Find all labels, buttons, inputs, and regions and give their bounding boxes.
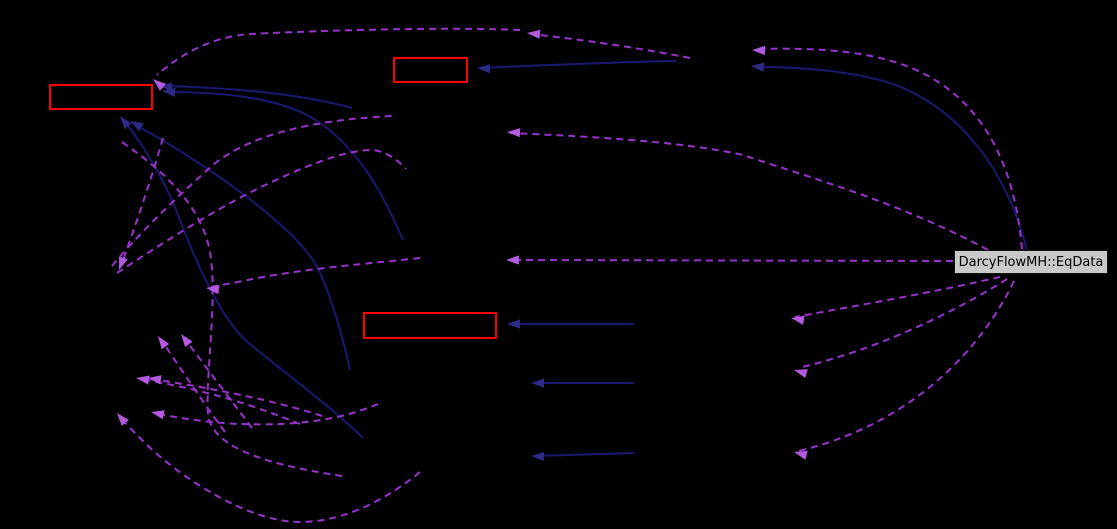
edge-d14	[139, 378, 301, 425]
edge-c4-arrowhead	[130, 121, 144, 132]
edge-d16	[119, 416, 421, 524]
edge-d3	[508, 259, 954, 262]
edge-d4	[794, 276, 1001, 318]
edge-s1-arrowhead	[477, 64, 491, 74]
edge-s1	[479, 60, 677, 69]
edge-d10	[121, 137, 164, 264]
edge-d5	[797, 278, 1008, 369]
edge-d7-arrowhead	[153, 79, 166, 91]
edge-s5-arrowhead	[531, 378, 544, 388]
edge-d5-arrowhead	[794, 369, 808, 379]
edge-d12	[161, 340, 226, 433]
edge-s6-arrowhead	[531, 451, 545, 462]
edge-u1	[111, 115, 393, 267]
edge-d1-arrowhead	[752, 45, 766, 56]
edge-c3-arrowhead	[120, 116, 132, 130]
edge-d6	[797, 280, 1015, 452]
edge-d17	[154, 403, 379, 426]
edge-c2-arrowhead	[162, 87, 176, 97]
edge-d14-arrowhead	[136, 375, 150, 385]
edge-d2-arrowhead	[507, 128, 521, 138]
edge-d11-arrowhead	[206, 285, 220, 295]
edge-d7	[156, 27, 521, 76]
edge-s4-arrowhead	[507, 319, 520, 329]
edge-s6	[533, 452, 635, 457]
edge-u2	[116, 148, 407, 274]
edge-c4	[133, 123, 351, 371]
edge-d3-arrowhead	[506, 255, 519, 265]
edge-c2	[165, 91, 404, 241]
edge-d8	[530, 33, 691, 59]
edge-d9	[121, 141, 343, 477]
edge-c1-arrowhead	[159, 82, 173, 92]
main-class-node: DarcyFlowMH::EqData	[954, 250, 1108, 274]
edge-d17-arrowhead	[151, 410, 165, 420]
edge-s2	[753, 66, 1028, 252]
edge-d6-arrowhead	[794, 450, 808, 460]
edge-d15	[151, 378, 323, 417]
edge-d11	[209, 257, 421, 288]
edge-s2-arrowhead	[751, 62, 765, 72]
edge-d13	[184, 338, 253, 429]
edge-c1	[162, 85, 353, 109]
edge-d8-arrowhead	[527, 29, 541, 39]
edge-d13-arrowhead	[181, 334, 193, 348]
class-node-highlighted-top-left[interactable]	[49, 84, 153, 110]
edge-d12-arrowhead	[158, 336, 170, 350]
edge-d1	[754, 47, 1023, 250]
class-node-highlighted-middle[interactable]	[363, 312, 497, 339]
edge-d15-arrowhead	[148, 375, 162, 385]
edge-d2	[509, 132, 989, 251]
edge-d16-arrowhead	[117, 413, 129, 426]
edge-d4-arrowhead	[791, 315, 805, 325]
edge-d10-arrowhead	[119, 256, 128, 270]
class-node-highlighted-top-middle[interactable]	[393, 57, 468, 83]
